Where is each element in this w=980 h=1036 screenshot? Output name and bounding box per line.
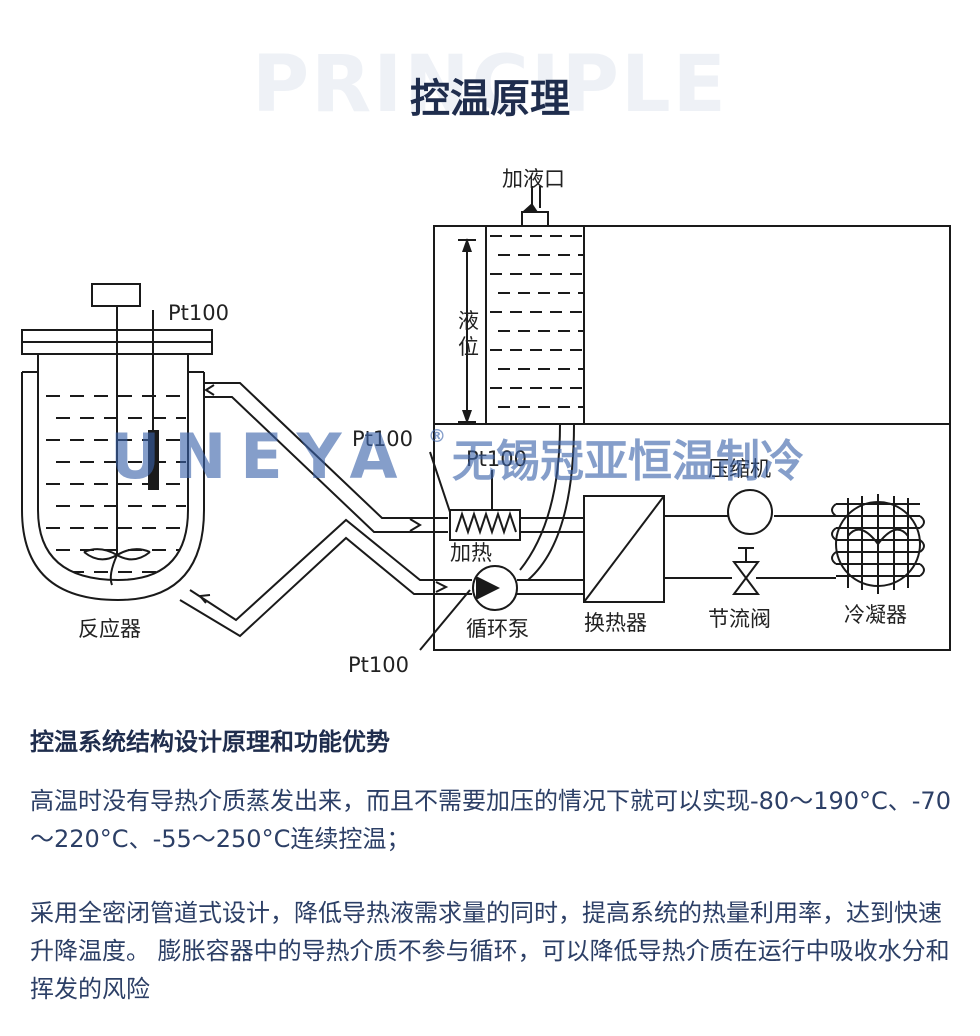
condenser xyxy=(831,494,925,594)
reactor-liquid xyxy=(46,395,186,573)
reactor-probe-sensor xyxy=(148,430,159,490)
watermark-latin: UNEYA xyxy=(110,420,412,493)
tank-liquid xyxy=(490,235,584,408)
level-label-1: 液 xyxy=(458,309,479,333)
reactor-vessel xyxy=(37,354,189,582)
reactor-label: 反应器 xyxy=(78,617,141,641)
pipe-lower-outer xyxy=(189,518,472,622)
watermark-registered: ® xyxy=(428,426,446,447)
throttle-valve-label: 节流阀 xyxy=(708,607,771,631)
level-label-2: 位 xyxy=(458,335,479,359)
throttle-valve xyxy=(732,561,760,595)
pt100-heater-label: Pt100 xyxy=(466,447,527,471)
temperature-control-diagram: 加液口 液 位 Pt100 Pt100 Pt100 加热 压缩机 反应器 循环泵… xyxy=(21,167,951,677)
watermark-cjk: 无锡冠亚恒温制冷 xyxy=(452,436,804,487)
section-heading: 控温系统结构设计原理和功能优势 xyxy=(30,728,390,756)
pipe-upper-inner xyxy=(204,396,448,533)
upper-cabinet xyxy=(433,225,951,425)
background-word: PRINCIPLE xyxy=(252,40,728,130)
pump-label: 循环泵 xyxy=(466,617,529,641)
condenser-label: 冷凝器 xyxy=(844,603,907,627)
stirrer-motor xyxy=(91,283,141,307)
fill-port-label: 加液口 xyxy=(502,167,565,191)
reactor-jacket xyxy=(21,372,205,602)
pt100-bottom-label: Pt100 xyxy=(348,653,409,677)
heater xyxy=(449,509,521,541)
compressor-label: 压缩机 xyxy=(708,457,771,481)
heat-exchanger xyxy=(583,495,665,603)
heat-exchanger-label: 换热器 xyxy=(584,611,647,635)
paragraph-1: 高温时没有导热介质蒸发出来，而且不需要加压的情况下就可以实现-80～190°C、… xyxy=(30,787,951,853)
tank-drain-inner xyxy=(527,423,575,581)
pipe-upper-outer xyxy=(204,382,448,519)
pump xyxy=(472,565,518,611)
pt100-top-label: Pt100 xyxy=(168,301,229,325)
heater-coil xyxy=(455,510,517,536)
lower-cabinet xyxy=(433,423,951,651)
page-title: 控温原理 xyxy=(410,76,570,122)
tank-drain-outer xyxy=(519,423,561,571)
compressor xyxy=(727,489,773,535)
pt100-left-label: Pt100 xyxy=(352,427,413,451)
heater-label: 加热 xyxy=(450,541,492,565)
paragraph-2: 采用全密闭管道式设计，降低导热液需求量的同时，提高系统的热量利用率，达到快速升降… xyxy=(30,899,950,1003)
fill-port xyxy=(521,211,549,226)
pipe-lower-inner xyxy=(179,536,472,638)
